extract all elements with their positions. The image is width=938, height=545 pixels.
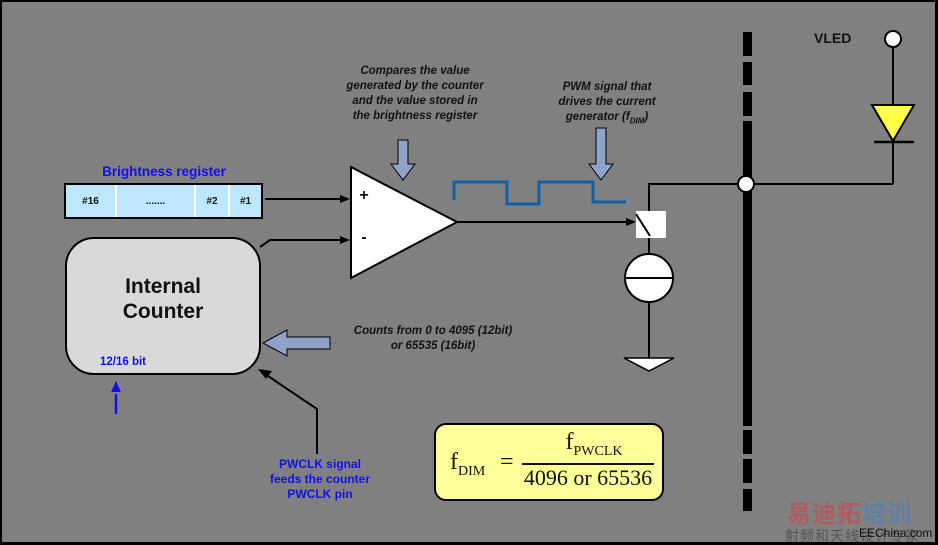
watermark-brand-blue: 培训	[862, 500, 912, 528]
formula-num-sub: PWCLK	[573, 443, 623, 459]
vled-terminal	[884, 30, 902, 48]
arrowhead	[340, 236, 350, 244]
boundary-dash	[743, 62, 752, 85]
watermark-brand: 易迪拓培训	[787, 494, 912, 529]
annotation-sub: DIM	[629, 116, 645, 126]
arrowhead	[340, 195, 350, 203]
pwm-callout-arrow	[588, 127, 614, 181]
register-cell: #1	[239, 196, 252, 207]
annotation-line: generator (fDIM)	[542, 110, 672, 128]
comparator-callout-arrow	[390, 139, 416, 181]
annotation-line: PWM signal that	[562, 81, 652, 93]
pwm-annotation: PWM signal that drives the current gener…	[542, 80, 672, 128]
annotation-line: feeds the counter	[269, 472, 371, 486]
annotation-line: Compares the value	[360, 65, 470, 77]
boundary-dash	[743, 459, 752, 483]
pwclk-arrowhead	[258, 369, 272, 379]
register-cell: .......	[145, 196, 166, 207]
wire-switch-to-bus	[648, 183, 744, 211]
counter-title-line: Counter	[122, 300, 204, 323]
chip-boundary	[743, 32, 752, 511]
arrowhead	[626, 218, 636, 226]
annotation-line: or 65535 (16bit)	[390, 340, 476, 352]
boundary-dash	[743, 400, 752, 426]
pwm-waveform	[452, 180, 626, 206]
vled-label: VLED	[814, 30, 852, 46]
annotation-line: and the value stored in	[352, 95, 478, 107]
register-cell: #16	[82, 196, 99, 207]
formula-equals: =	[500, 449, 514, 475]
annotation-line: PWCLK pin	[287, 487, 353, 501]
bit-arrow-head	[111, 381, 121, 392]
formula-numerator: fPWCLK	[534, 429, 654, 460]
register-cell: #2	[206, 196, 218, 207]
led-diode	[870, 104, 916, 143]
counts-callout-arrow	[261, 329, 331, 357]
boundary-dash	[743, 32, 752, 56]
register-title: Brightness register	[102, 164, 226, 179]
watermark-brand-red: 易迪拓	[787, 500, 862, 528]
annotation-line: the brightness register	[352, 110, 478, 122]
comparator-annotation: Compares the value generated by the coun…	[320, 64, 510, 124]
boundary-dash	[743, 430, 752, 454]
counter-title: Internal Counter	[66, 274, 260, 324]
annotation-line: generated by the counter	[346, 80, 484, 92]
formula-fraction-bar	[522, 463, 654, 465]
formula-num-symbol: f	[565, 429, 574, 455]
formula-lhs-symbol: f	[450, 449, 458, 475]
counter-title-line: Internal	[125, 275, 201, 298]
pin-node	[737, 175, 755, 193]
boundary-dash	[743, 92, 752, 116]
comparator-minus: -	[361, 229, 367, 246]
watermark-slogan: 射频和天线设计专家	[785, 529, 920, 545]
fdim-formula-box: fDIM = fPWCLK 4096 or 65536	[434, 423, 664, 501]
annotation-line: PWCLK signal	[278, 457, 361, 471]
formula-lhs-sub: DIM	[458, 463, 486, 479]
formula-denominator: 4096 or 65536	[523, 465, 653, 490]
switch-box	[636, 211, 666, 238]
boundary-solid	[743, 121, 752, 400]
counts-annotation: Counts from 0 to 4095 (12bit) or 65535 (…	[328, 324, 538, 354]
annotation-line: Counts from 0 to 4095 (12bit)	[353, 325, 513, 337]
comparator-triangle	[350, 165, 460, 280]
comparator-plus: +	[359, 187, 369, 204]
boundary-dash	[743, 489, 752, 511]
pwclk-annotation: PWCLK signal feeds the counter PWCLK pin	[250, 457, 390, 502]
bit-width-label: 12/16 bit	[99, 356, 147, 368]
formula-lhs: fDIM	[450, 449, 485, 480]
watermark-site: EEChina.com	[859, 526, 933, 540]
ground-symbol	[623, 357, 675, 372]
pwclk-wire	[267, 375, 318, 454]
wire-counter-to-minus	[259, 239, 342, 248]
switch-blade	[635, 213, 651, 237]
annotation-text: generator (f	[565, 111, 630, 123]
internal-counter-box	[65, 237, 261, 375]
annotation-text: )	[644, 111, 649, 123]
brightness-register	[64, 183, 263, 219]
annotation-line: drives the current	[558, 96, 656, 108]
